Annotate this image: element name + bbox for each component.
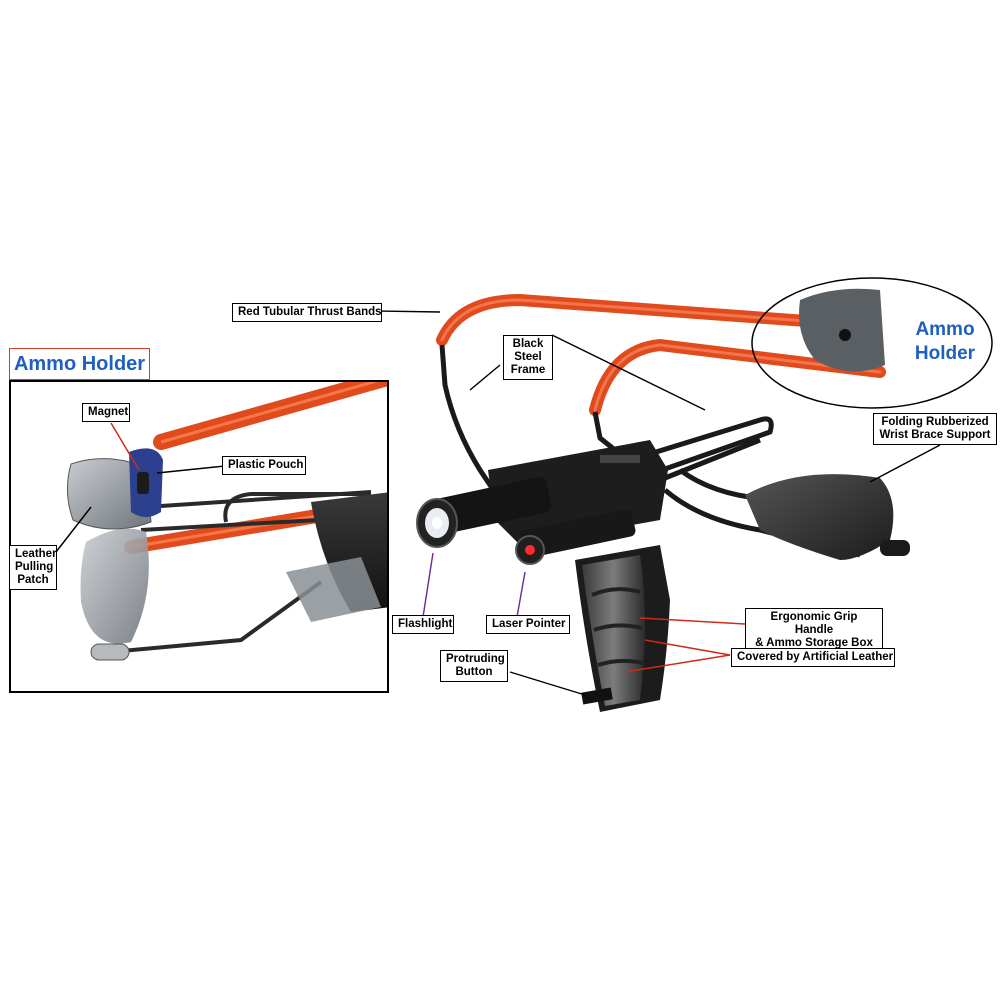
ammo-holder-highlight-ellipse	[751, 277, 993, 409]
folding-wrist-brace	[745, 474, 894, 560]
label-red-tubular-thrust-bands: Red Tubular Thrust Bands	[232, 303, 382, 322]
label-laser-pointer: Laser Pointer	[486, 615, 570, 634]
leader-lines	[379, 310, 941, 696]
inset-illustration	[55, 382, 387, 661]
label-plastic-pouch: Plastic Pouch	[222, 456, 306, 475]
ammo-holder-title: Ammo Holder	[914, 319, 976, 364]
ammo-holder-magnet	[839, 329, 851, 341]
label-leather-pulling-patch: Leather Pulling Patch	[9, 545, 57, 590]
frame-screw-plate	[600, 455, 640, 463]
label-ergonomic-grip: Ergonomic Grip Handle & Ammo Storage Box	[745, 608, 883, 653]
inset-title-box: Ammo Holder	[9, 348, 150, 380]
inset-leaders	[55, 422, 226, 553]
red-tubular-thrust-bands	[436, 293, 886, 416]
inset-magnet	[137, 472, 149, 494]
inset-rod-end-cap	[90, 643, 130, 661]
inset-wrist-brace	[286, 557, 381, 622]
label-artificial-leather: Covered by Artificial Leather	[731, 648, 895, 667]
flashlight	[416, 477, 552, 548]
grip-handle	[575, 545, 670, 712]
label-folding-wrist-brace: Folding Rubberized Wrist Brace Support	[873, 413, 997, 445]
label-magnet: Magnet	[82, 403, 130, 422]
inset-lower-flap	[80, 528, 149, 644]
label-protruding-button: Protruding Button	[440, 650, 508, 682]
inset-photo-frame	[9, 380, 389, 693]
inset-title: Ammo Holder	[13, 353, 146, 375]
label-flashlight: Flashlight	[392, 615, 454, 634]
laser-pointer	[515, 508, 636, 565]
label-black-steel-frame: Black Steel Frame	[503, 335, 553, 380]
wrist-brace-end-cap	[880, 540, 910, 556]
